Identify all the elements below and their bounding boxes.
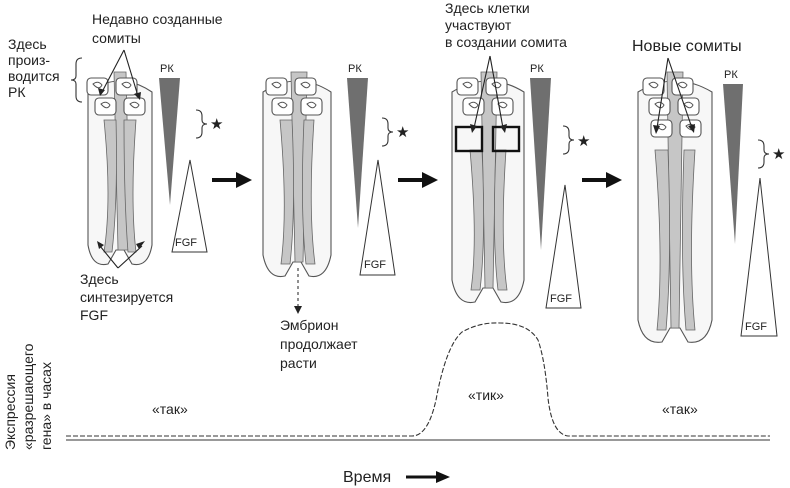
fgf-gradient-2 (359, 159, 396, 276)
rk-produced-label: Здесь произ- водится РК (8, 36, 63, 100)
rk-label-3: РК (530, 63, 544, 75)
x-axis-label: Время (343, 469, 391, 486)
cells-participate-label: Здесь клетки участвуют в создании сомита (445, 0, 567, 50)
rk-label-1: РК (160, 63, 174, 75)
fgf-gradient-3 (545, 184, 582, 309)
recent-somites-arrow-right (123, 49, 139, 97)
rk-gradient-1 (159, 78, 180, 205)
rk-label-2: РК (348, 63, 362, 75)
rk-gradient-4 (723, 84, 743, 244)
star-1: ★ (210, 116, 223, 133)
embryo-3 (451, 71, 525, 304)
recent-somites-label: Недавно созданные сомиты (92, 11, 226, 46)
brace-2 (381, 117, 394, 147)
embryo-grows-label: Эмбрион продолжает расти (280, 317, 361, 371)
fgf-synth-label: Здесь синтезируется FGF (80, 271, 177, 323)
fgf-gradient-4 (740, 177, 778, 337)
y-axis-label: Экспрессия «разрешающего гена» в часах (2, 340, 54, 450)
fgf-label-3: FGF (550, 293, 572, 305)
rk-produced-brace (70, 57, 83, 103)
star-4: ★ (772, 146, 785, 163)
new-somite-zone-left (454, 125, 484, 153)
embryo-1 (86, 71, 153, 266)
embryo-4 (637, 71, 713, 343)
star-3: ★ (577, 133, 590, 150)
rk-gradient-3 (530, 78, 551, 250)
star-2: ★ (396, 124, 409, 141)
tak-label-1: «так» (152, 401, 188, 417)
rk-label-4: РК (724, 69, 738, 81)
fgf-label-4: FGF (745, 321, 767, 333)
fgf-gradient-1 (171, 159, 208, 253)
tik-label: «тик» (468, 387, 504, 403)
rk-gradient-2 (347, 78, 368, 228)
new-somites-label: Новые сомиты (632, 38, 742, 55)
brace-1 (195, 109, 208, 139)
expression-curve (66, 322, 770, 437)
fgf-label-2: FGF (364, 259, 386, 271)
brace-3 (562, 125, 575, 155)
recent-somites-arrow-left (101, 49, 125, 93)
brace-4 (757, 139, 770, 169)
embryo-2 (262, 71, 332, 278)
tak-label-2: «так» (662, 401, 698, 417)
fgf-label-1: FGF (175, 237, 197, 249)
